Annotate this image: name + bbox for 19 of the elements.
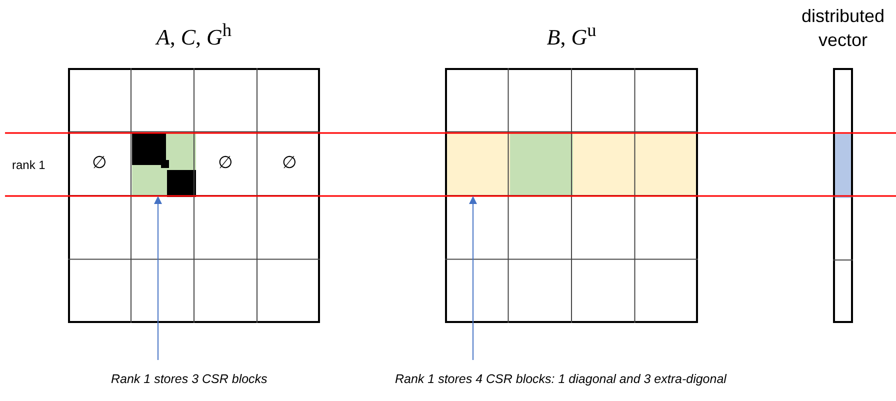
caption: Rank 1 stores 4 CSR blocks: 1 diagonal and 3 extra-digonal xyxy=(395,372,726,386)
caption: Rank 1 stores 3 CSR blocks xyxy=(111,372,268,386)
empty-block-symbol: ∅ xyxy=(92,152,107,173)
matrix-title: A, C, G$^{h}$ xyxy=(154,20,233,50)
matrix-block xyxy=(132,133,196,197)
matrix-block xyxy=(510,133,573,197)
row-label: rank 1 xyxy=(12,158,46,172)
matrix-block xyxy=(447,133,510,197)
matrix xyxy=(68,68,320,323)
empty-block-symbol: ∅ xyxy=(282,152,297,173)
leader-arrow xyxy=(154,196,162,360)
matrix-title: B, G$^{u}$ xyxy=(546,20,598,50)
matrix-block xyxy=(573,133,636,197)
empty-block-symbol: ∅ xyxy=(218,152,233,173)
vector-title: distributed vector xyxy=(800,5,886,52)
matrix xyxy=(445,68,698,323)
distributed-vector xyxy=(833,68,853,323)
matrix-block xyxy=(636,133,696,197)
leader-arrow xyxy=(469,196,477,360)
